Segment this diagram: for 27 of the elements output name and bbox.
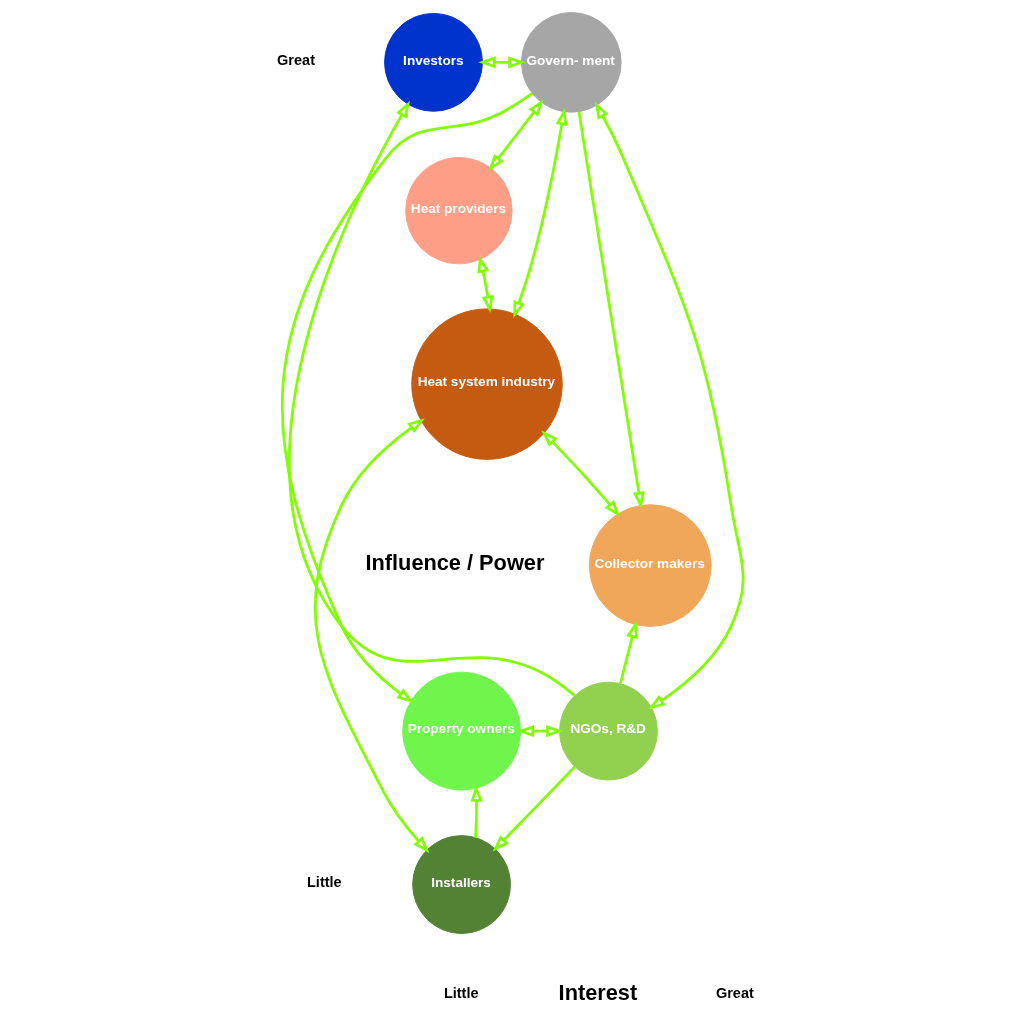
label: Great xyxy=(276,51,315,68)
node-circle: NGOs, R&D xyxy=(558,681,658,781)
node-circle: Property owners xyxy=(401,671,521,791)
arrow xyxy=(540,430,620,517)
arrow xyxy=(594,101,744,710)
node-circle: Investors xyxy=(383,12,483,112)
arrow xyxy=(476,255,494,314)
arrow xyxy=(487,99,544,172)
arrow xyxy=(477,56,525,69)
node-circle: Collector makers xyxy=(588,504,712,627)
arrow xyxy=(470,784,483,838)
arrow xyxy=(313,418,429,854)
arrow xyxy=(512,107,568,319)
node-circle: Heat system industry xyxy=(410,308,563,460)
arrow xyxy=(287,100,575,697)
label: Little xyxy=(306,874,342,891)
label: Great xyxy=(715,984,754,1001)
arrow xyxy=(516,725,563,738)
arrow xyxy=(492,765,576,852)
node-circle: Heat providers xyxy=(404,157,513,265)
label: Interest xyxy=(558,979,637,1005)
node-circle: Govern- ment xyxy=(520,12,622,113)
label: Influence / Power xyxy=(364,550,544,576)
arrow xyxy=(280,92,533,704)
arrow xyxy=(577,111,645,509)
arrow xyxy=(618,620,638,684)
label: Little xyxy=(443,984,479,1001)
